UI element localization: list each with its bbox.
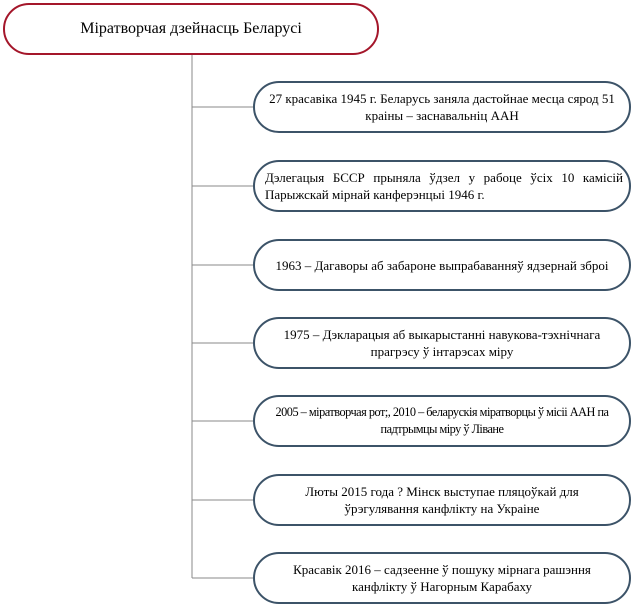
event-node-2005: 2005 – міратворчая рот;, 2010 – беларуск… [253, 395, 631, 447]
event-node-1945: 27 красавіка 1945 г. Беларусь заняла дас… [253, 81, 631, 133]
root-node: Міратворчая дзейнасць Беларусі [3, 3, 379, 55]
root-title: Міратворчая дзейнасць Беларусі [80, 20, 302, 37]
event-node-2015: Люты 2015 года ? Мінск выступае пляцоўка… [253, 474, 631, 526]
event-node-1975: 1975 – Дэкларацыя аб выкарыстанні навуко… [253, 317, 631, 369]
event-text: 2005 – міратворчая рот;, 2010 – беларуск… [275, 405, 610, 436]
event-text: 1975 – Дэкларацыя аб выкарыстанні навуко… [283, 327, 601, 359]
event-node-1946: Дэлегацыя БССР прыняла ўдзел у рабоце ўс… [253, 160, 631, 212]
event-text: Красавік 2016 – садзеенне ў пошуку мірна… [293, 562, 591, 594]
event-node-1963: 1963 – Дагаворы аб забароне выпрабавання… [253, 239, 631, 291]
event-text: 27 красавіка 1945 г. Беларусь заняла дас… [269, 91, 615, 123]
event-node-2016: Красавік 2016 – садзеенне ў пошуку мірна… [253, 552, 631, 604]
event-text: Люты 2015 года ? Мінск выступае пляцоўка… [305, 484, 579, 516]
event-text: 1963 – Дагаворы аб забароне выпрабавання… [275, 257, 609, 273]
event-text: Дэлегацыя БССР прыняла ўдзел у рабоце ўс… [265, 170, 623, 202]
